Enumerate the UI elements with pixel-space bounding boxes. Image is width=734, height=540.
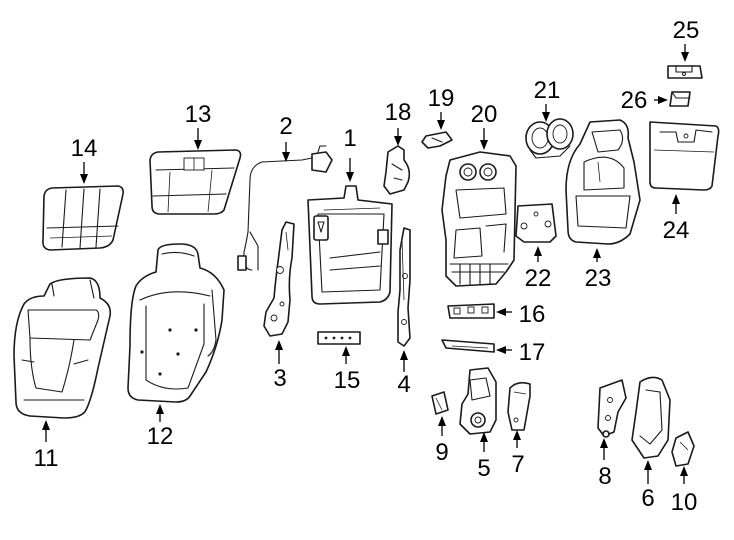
arrow-19 bbox=[437, 112, 445, 130]
callout-arrows bbox=[42, 44, 689, 484]
arrow-12 bbox=[156, 404, 164, 422]
callout-9: 9 bbox=[435, 439, 448, 466]
part-22-panel-plate bbox=[515, 203, 557, 243]
arrow-1 bbox=[346, 158, 354, 182]
callout-24: 24 bbox=[663, 217, 690, 244]
arrow-14 bbox=[80, 162, 88, 184]
arrow-26 bbox=[654, 96, 668, 104]
part-6-side-shield bbox=[631, 376, 671, 459]
arrow-2 bbox=[282, 142, 290, 162]
arrow-3 bbox=[275, 340, 283, 364]
callout-19: 19 bbox=[428, 85, 455, 112]
callout-20: 20 bbox=[471, 101, 498, 128]
callout-18: 18 bbox=[385, 99, 412, 126]
arrow-6 bbox=[644, 460, 652, 484]
arrow-11 bbox=[42, 420, 50, 442]
arrow-9 bbox=[438, 416, 446, 436]
callout-13: 13 bbox=[185, 101, 212, 128]
arrow-15 bbox=[342, 346, 350, 364]
callout-2: 2 bbox=[279, 113, 292, 140]
part-25-top-bracket bbox=[667, 65, 703, 79]
part-17-rail-bar bbox=[441, 339, 495, 353]
arrow-22 bbox=[534, 246, 542, 262]
arrow-20 bbox=[480, 128, 488, 150]
part-16-clip-rail bbox=[447, 303, 495, 319]
part-9-small-pad bbox=[431, 391, 449, 415]
part-23-armrest-console bbox=[565, 119, 641, 245]
callout-10: 10 bbox=[671, 489, 698, 516]
arrow-17 bbox=[496, 346, 512, 354]
callout-6: 6 bbox=[641, 485, 654, 512]
callout-14: 14 bbox=[71, 135, 98, 162]
part-19-clip bbox=[421, 131, 453, 149]
arrow-5 bbox=[480, 432, 488, 452]
callout-17: 17 bbox=[519, 339, 546, 366]
arrow-7 bbox=[513, 430, 521, 448]
part-14-seat-back-pad bbox=[42, 185, 124, 251]
part-2-cable bbox=[237, 145, 333, 271]
callout-21: 21 bbox=[534, 77, 561, 104]
callout-23: 23 bbox=[585, 265, 612, 292]
part-21-cup-holders bbox=[525, 118, 574, 159]
part-26-small-block bbox=[669, 91, 691, 107]
callout-22: 22 bbox=[525, 265, 552, 292]
callout-3: 3 bbox=[273, 365, 286, 392]
callout-5: 5 bbox=[477, 455, 490, 482]
callout-15: 15 bbox=[334, 367, 361, 394]
arrow-24 bbox=[672, 194, 680, 214]
part-10-small-cover bbox=[671, 431, 695, 467]
part-13-cushion-pad bbox=[149, 149, 242, 215]
callout-1: 1 bbox=[343, 125, 356, 152]
arrow-23 bbox=[593, 248, 601, 262]
arrow-13 bbox=[194, 128, 202, 150]
arrow-18 bbox=[394, 128, 402, 146]
part-8-bracket bbox=[597, 379, 627, 438]
part-12-seat-frame-back bbox=[127, 243, 225, 403]
callout-8: 8 bbox=[598, 463, 611, 490]
callout-7: 7 bbox=[511, 451, 524, 478]
callout-11: 11 bbox=[34, 445, 59, 472]
part-15-strip bbox=[317, 331, 361, 345]
part-5-recliner bbox=[459, 367, 497, 435]
part-7-side-panel bbox=[507, 381, 531, 431]
arrow-4 bbox=[400, 350, 408, 372]
callout-26: 26 bbox=[621, 87, 648, 114]
part-11-seat-back-cover bbox=[13, 277, 112, 419]
callout-25: 25 bbox=[673, 17, 700, 44]
arrow-25 bbox=[681, 44, 689, 62]
part-3-left-bracket bbox=[263, 221, 295, 337]
arrow-8 bbox=[600, 438, 608, 460]
callout-12: 12 bbox=[147, 423, 174, 450]
part-20-seat-frame bbox=[441, 151, 517, 287]
arrow-21 bbox=[542, 104, 550, 122]
arrow-10 bbox=[680, 466, 688, 484]
callout-16: 16 bbox=[519, 301, 546, 328]
callout-4: 4 bbox=[397, 371, 410, 398]
part-18-cover bbox=[383, 145, 411, 195]
arrow-16 bbox=[496, 308, 512, 316]
callout-labels: 1 2 3 4 5 6 7 8 9 10 11 12 13 14 15 16 1… bbox=[34, 17, 700, 516]
part-24-back-panel bbox=[649, 121, 720, 191]
part-4-right-bracket bbox=[397, 227, 411, 347]
part-1-seat-back-frame bbox=[307, 185, 393, 305]
